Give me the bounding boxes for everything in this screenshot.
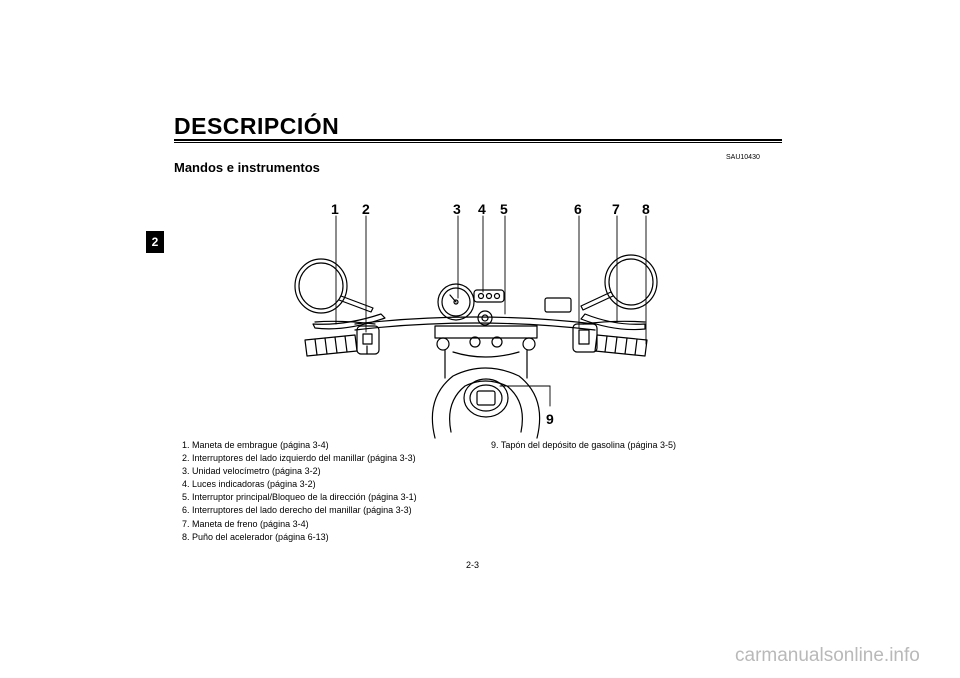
triple-clamp [434,325,538,379]
callout-1: 1 [331,201,339,217]
fuel-tank [431,367,541,439]
callout-6: 6 [574,201,582,217]
left-grip [304,334,358,357]
legend-item: 8. Puño del acelerador (página 6-13) [182,531,329,542]
indicator-lights [473,289,505,303]
callout-7: 7 [612,201,620,217]
callout-leaders [335,215,647,407]
left-mirror [294,258,374,314]
legend-item: 1. Maneta de embrague (página 3-4) [182,440,329,450]
legend-right: 9. Tapón del depósito de gasolina (págin… [491,439,676,452]
legend-item: 7. Maneta de freno (página 3-4) [182,518,309,529]
legend-item: 3. Unidad velocímetro (página 3-2) [182,466,321,477]
callout-9: 9 [546,411,554,427]
legend-item: 9. Tapón del depósito de gasolina (págin… [491,440,676,450]
watermark: carmanualsonline.info [735,645,920,666]
legend-item: 6. Interruptores del lado derecho del ma… [182,505,412,516]
legend-item: 2. Interruptores del lado izquierdo del … [182,453,416,464]
page-title: DESCRIPCIÓN [174,113,340,139]
callout-2: 2 [362,201,370,217]
legend-item: 5. Interruptor principal/Bloqueo de la d… [182,492,417,503]
callout-4: 4 [478,201,486,217]
section-code: SAU10430 [726,154,760,161]
handlebar-illustration: 1 2 3 4 5 6 7 8 9 [294,201,658,439]
title-rule [174,139,782,141]
legend-left: 1. Maneta de embrague (página 3-4) 2. In… [182,439,417,544]
page-number: 2-3 [466,560,480,570]
clutch-lever [312,313,386,330]
callout-5: 5 [500,201,508,217]
legend-item: 4. Luces indicadoras (página 3-2) [182,479,316,490]
title-rule-thin [174,142,782,143]
left-switch-housing [356,325,380,355]
section-subtitle: Mandos e instrumentos [174,160,320,175]
callout-8: 8 [642,201,650,217]
chapter-tab: 2 [146,231,164,253]
main-switch [477,310,493,326]
callout-3: 3 [453,201,461,217]
speedometer [437,283,475,321]
right-mirror [580,254,658,311]
throttle-grip [594,334,648,357]
brake-lever [580,313,646,331]
right-switch-housing [544,297,598,353]
